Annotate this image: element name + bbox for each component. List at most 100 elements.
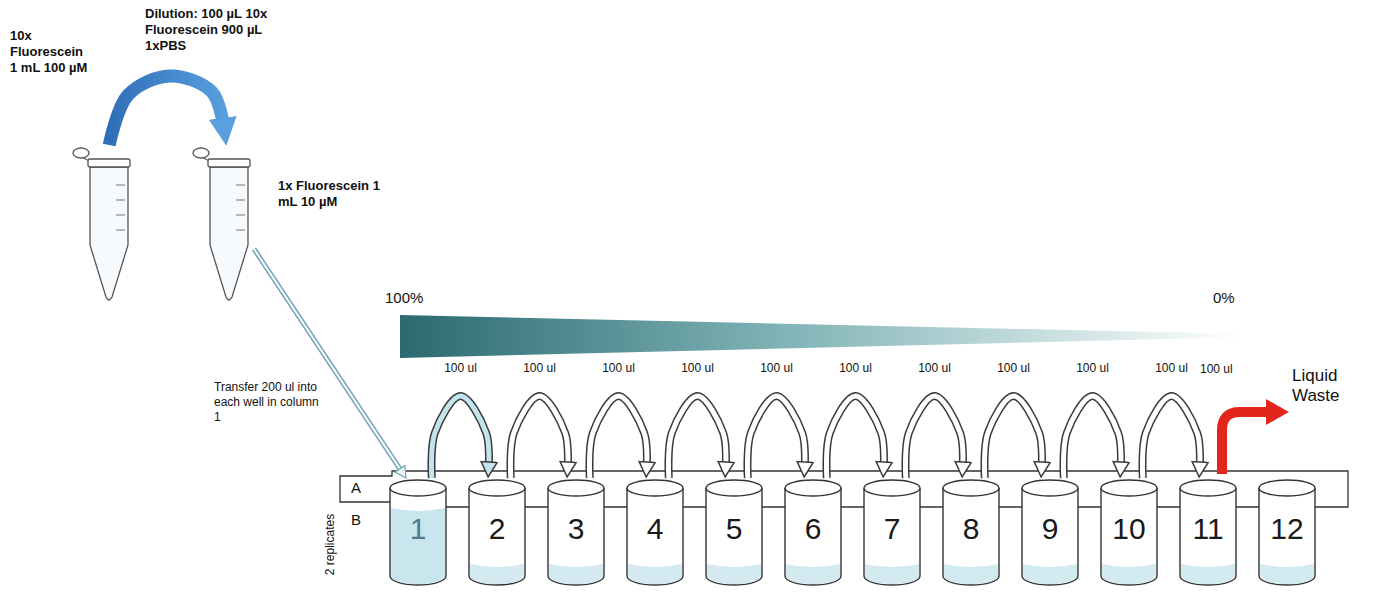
well-number: 8 [941, 512, 1001, 546]
well-number: 3 [546, 512, 606, 546]
transfer-arrow [589, 396, 646, 478]
tube-lid [193, 148, 209, 158]
tube-graduation [116, 185, 125, 186]
well-node: 3 [546, 478, 606, 588]
transfer-arrow [1063, 396, 1120, 478]
edge-label: 100 ul [1074, 361, 1111, 376]
tube-graduation [116, 230, 125, 231]
transfer-arrow [431, 396, 488, 478]
transfer-arrow [510, 396, 567, 478]
replicate-label: 2 replicates [323, 507, 338, 583]
well-node: 7 [862, 478, 922, 588]
tube-rim [208, 159, 250, 167]
well-liquid [628, 564, 682, 584]
waste-arrow [1222, 412, 1268, 474]
tube-label: 10x Fluorescein 1 mL 100 µM [10, 28, 90, 76]
transfer-arrow [1142, 396, 1199, 478]
connector-line [1063, 396, 1120, 478]
edge-label: 100 ul [837, 361, 874, 376]
transfer-arrow [109, 76, 224, 145]
connector-line [905, 396, 962, 478]
row-label: B [351, 511, 361, 529]
edge-label: 100 ul [916, 361, 953, 376]
transfer-arrow [905, 396, 962, 478]
transfer-arrow [668, 396, 725, 478]
connector-line [826, 396, 883, 478]
edge-label: 100 ul [600, 361, 637, 376]
well-rim [943, 480, 999, 496]
connector-outline [984, 396, 1041, 478]
tube-body [90, 167, 128, 300]
well-number: 11 [1178, 512, 1238, 546]
well-number: 1 [388, 512, 448, 546]
transfer-arrow [254, 249, 403, 474]
well-node: 10 [1099, 478, 1159, 588]
tube-graduation [116, 200, 125, 201]
edge-label: 100 ul [442, 361, 479, 376]
well-number: 4 [625, 512, 685, 546]
connector-line [668, 396, 725, 478]
tube-shape [72, 145, 134, 305]
percent-label: 0% [1213, 289, 1235, 307]
well-node: 8 [941, 478, 1001, 588]
edge-label: 100 ul [995, 361, 1032, 376]
tube-label: 1x Fluorescein 1 mL 10 µM [278, 178, 382, 210]
connector-outline [1063, 396, 1120, 478]
tube-shape [192, 145, 254, 305]
edge-label: 100 ul [679, 361, 716, 376]
connector-outline [905, 396, 962, 478]
connector-outline [668, 396, 725, 478]
tube-graduation [116, 215, 125, 216]
tube-node: 1x Fluorescein 1 mL 10 µM [192, 145, 254, 305]
well-rim [548, 480, 604, 496]
connector-outline [254, 249, 403, 474]
well-liquid [707, 564, 761, 584]
well-liquid [1260, 564, 1314, 584]
gradient-wedge [400, 315, 1245, 358]
transfer-arrow [984, 396, 1041, 478]
tube-graduation [236, 185, 245, 186]
well-liquid [944, 564, 998, 584]
connector-line [431, 396, 488, 478]
waste-label: Liquid Waste [1292, 366, 1352, 406]
connector-line [747, 396, 804, 478]
tube-rim [88, 159, 130, 167]
well-rim [864, 480, 920, 496]
well-node: 2 [467, 478, 527, 588]
well-rim [627, 480, 683, 496]
transfer-arrow [826, 396, 883, 478]
well-node: 4 [625, 478, 685, 588]
volume-label: 100 ul [1200, 362, 1233, 377]
edge-label: 100 ul [758, 361, 795, 376]
connector-outline [1142, 396, 1199, 478]
tube-graduation [236, 200, 245, 201]
connector-outline [589, 396, 646, 478]
transfer-arrow [747, 396, 804, 478]
well-rim [785, 480, 841, 496]
well-liquid [549, 564, 603, 584]
connector-outline [431, 396, 488, 478]
tube-node: 10x Fluorescein 1 mL 100 µM [72, 145, 134, 305]
connector-line [254, 249, 403, 474]
well-rim [1180, 480, 1236, 496]
well-rim [1259, 480, 1315, 496]
edge-label: 100 ul [1153, 361, 1190, 376]
well-rim [1022, 480, 1078, 496]
connector-outline [747, 396, 804, 478]
well-number: 12 [1257, 512, 1317, 546]
well-node: 5 [704, 478, 764, 588]
tube-lid [73, 148, 89, 158]
connector-line [984, 396, 1041, 478]
well-number: 7 [862, 512, 922, 546]
connector-outline [510, 396, 567, 478]
well-liquid [1102, 564, 1156, 584]
tube-body [210, 167, 248, 300]
well-node: 6 [783, 478, 843, 588]
connector-line [1142, 396, 1199, 478]
well-liquid [470, 564, 524, 584]
well-number: 10 [1099, 512, 1159, 546]
well-node: 1 [388, 478, 448, 588]
well-rim [390, 480, 446, 496]
edge-label: Transfer 200 ul into each well in column… [212, 380, 330, 425]
well-liquid [1023, 564, 1077, 584]
